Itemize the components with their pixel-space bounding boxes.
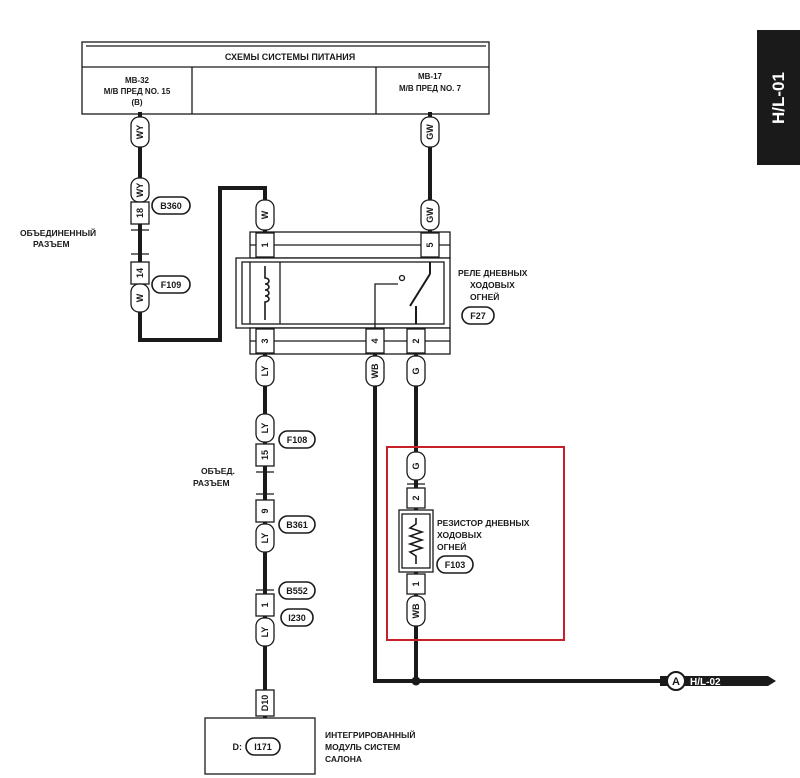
resistor-label-3: ОГНЕЙ (437, 541, 466, 552)
power-left-1: MB-32 (125, 76, 150, 85)
joint2-pin-top: 15 (260, 450, 270, 460)
b552-code-bottom: I230 (288, 613, 306, 623)
reference-marker: A H/L-02 (666, 671, 721, 691)
relay-label-2: ХОДОВЫХ (470, 280, 515, 290)
resistor-label-1: РЕЗИСТОР ДНЕВНЫХ (437, 518, 530, 528)
wire-label-w-relay: W (260, 210, 270, 219)
module-label-1: ИНТЕГРИРОВАННЫЙ (325, 729, 415, 740)
relay-code: F27 (470, 311, 486, 321)
joint-connector-left: WY 18 14 W B360 F109 ОБЪЕДИНЕННЫЙ РАЗЪЕМ (20, 177, 191, 313)
daytime-running-light-resistor: 2 1 РЕЗИСТОР ДНЕВНЫХ ХОДОВЫХ ОГНЕЙ F103 (386, 446, 565, 641)
wire-label-g-relay: G (411, 367, 421, 374)
wire-label-ly-b361: LY (260, 533, 270, 544)
resistor-label-2: ХОДОВЫХ (437, 530, 482, 540)
power-title: СХЕМЫ СИСТЕМЫ ПИТАНИЯ (225, 52, 355, 62)
relay-pin-1: 1 (260, 242, 270, 247)
wire-label-ly-relay: LY (260, 366, 270, 377)
wire-label-wy-top: WY (135, 125, 145, 140)
wires (138, 112, 776, 720)
joint2-label-1: ОБЪЕД. (201, 466, 235, 476)
daytime-running-light-relay: 1 5 3 4 2 РЕЛЕ ДНЕВНЫХ ХОДОВЫХ ОГНЕЙ F27 (235, 231, 528, 355)
joint-code-bottom: F109 (161, 280, 182, 290)
relay-pin-4: 4 (370, 338, 380, 343)
module-label-2: МОДУЛЬ СИСТЕМ (325, 742, 400, 752)
resistor-pin-top: 2 (411, 495, 421, 500)
joint2-pin-bottom: 9 (260, 508, 270, 513)
relay-label-3: ОГНЕЙ (470, 291, 499, 302)
joint2-code-top: F108 (287, 435, 308, 445)
resistor-code: F103 (445, 560, 466, 570)
wire-label-ly-f108: LY (260, 423, 270, 434)
joint-label-1: ОБЪЕДИНЕННЫЙ (20, 227, 96, 238)
resistor-pin-bottom: 1 (411, 581, 421, 586)
power-left-3: (B) (131, 98, 142, 107)
wire-label-wy-joint: WY (135, 183, 145, 198)
joint-connector-center: 15 9 F108 B361 ОБЪЕД. РАЗЪЕМ (193, 430, 316, 534)
module-label-3: САЛОНА (325, 754, 362, 764)
power-left-2: М/В ПРЕД NO. 15 (104, 87, 171, 96)
wire-label-gw-top: GW (425, 124, 435, 140)
power-right-1: MB-17 (418, 72, 443, 81)
module-pin: D10 (260, 695, 270, 712)
highlight-box (386, 446, 565, 641)
power-supply-box: СХЕМЫ СИСТЕМЫ ПИТАНИЯ MB-32 М/В ПРЕД NO.… (81, 41, 490, 115)
wire-label-g-resistor: G (411, 462, 421, 469)
relay-pin-5: 5 (425, 242, 435, 247)
joint-label-2: РАЗЪЕМ (33, 239, 70, 249)
page-tab-label: H/L-01 (769, 72, 788, 124)
power-right-2: М/В ПРЕД NO. 7 (399, 84, 462, 93)
joint2-label-2: РАЗЪЕМ (193, 478, 230, 488)
module-prefix: D: (233, 742, 243, 752)
relay-pin-3: 3 (260, 338, 270, 343)
ref-label: H/L-02 (690, 677, 721, 688)
wire-label-w-joint: W (135, 293, 145, 302)
joint-pin-top: 18 (135, 208, 145, 218)
wire-label-ly-i230: LY (260, 627, 270, 638)
wire-pills: WY GW W GW LY WB G LY LY LY G WB (130, 116, 440, 647)
relay-label-1: РЕЛЕ ДНЕВНЫХ (458, 268, 528, 278)
connector-b552: 1 B552 I230 (255, 581, 316, 627)
b552-code-top: B552 (286, 586, 308, 596)
wire-label-gw-relay: GW (425, 207, 435, 223)
page-tab: H/L-01 (757, 30, 800, 165)
joint-code-top: B360 (160, 201, 182, 211)
joint2-code-bottom: B361 (286, 520, 308, 530)
module-code: I171 (254, 742, 272, 752)
ref-marker-letter: A (672, 676, 680, 688)
joint-pin-bottom: 14 (135, 268, 145, 278)
relay-pin-2: 2 (411, 338, 421, 343)
b552-pin: 1 (260, 602, 270, 607)
wire-label-wb-resistor: WB (411, 603, 421, 618)
integrated-body-module: D10 D: I171 ИНТЕГРИРОВАННЫЙ МОДУЛЬ СИСТЕ… (204, 689, 415, 775)
wire-label-wb-relay: WB (370, 363, 380, 378)
